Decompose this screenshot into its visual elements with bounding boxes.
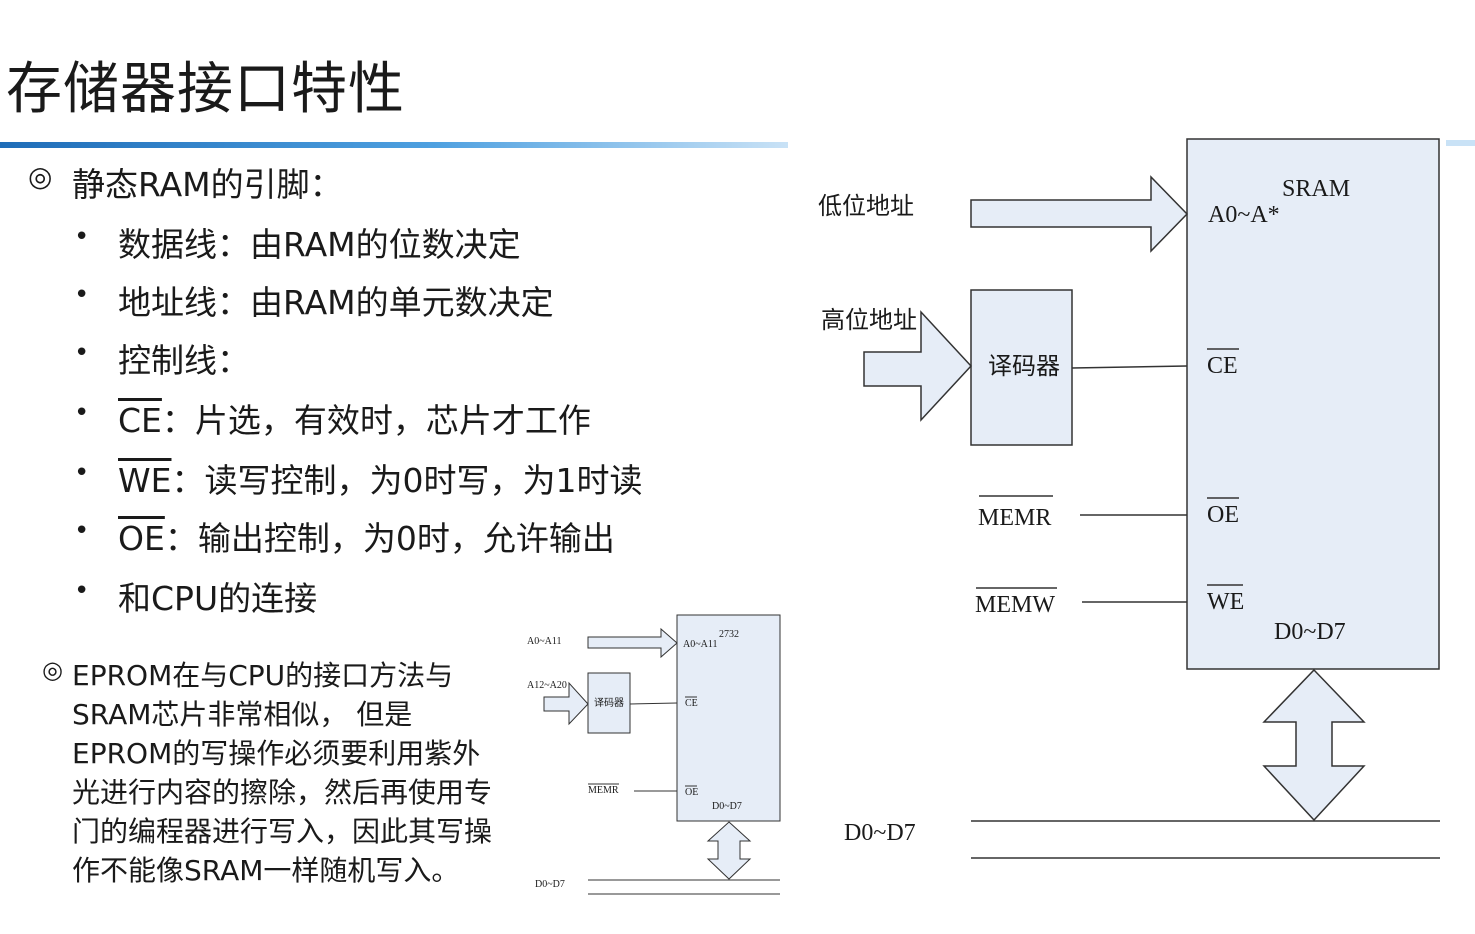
title-underline xyxy=(0,142,788,148)
eprom-high-address-arrow xyxy=(543,681,589,726)
eprom-address-arrow xyxy=(587,627,678,659)
bullet-marker: • xyxy=(74,222,90,252)
data-bus-label: D0~D7 xyxy=(844,820,916,846)
memw-label: MEMW xyxy=(975,592,1055,618)
bullet-oe: OE：输出控制，为0时，允许输出 xyxy=(118,512,615,560)
eprom-data-pin: D0~D7 xyxy=(712,801,742,812)
oe-description: ：输出控制，为0时，允许输出 xyxy=(164,519,615,558)
high-address-label: 高位地址 xyxy=(821,306,917,334)
low-address-label: 低位地址 xyxy=(818,192,914,220)
eprom-note-line: EPROM的写操作必须要利用紫外 xyxy=(72,737,481,770)
eprom-note-line: EPROM在与CPU的接口方法与 xyxy=(72,659,454,692)
sram-ce-pin: CE xyxy=(1207,353,1238,379)
eprom-memr-label: MEMR xyxy=(588,785,619,796)
bullet-marker: • xyxy=(74,576,90,606)
eprom-decoder-box xyxy=(587,672,631,734)
sram-we-pin: WE xyxy=(1207,589,1244,615)
data-bus-double-arrow xyxy=(1262,668,1366,822)
ce-signal-line xyxy=(1071,365,1188,369)
memr-label: MEMR xyxy=(978,505,1051,531)
intro-text: 静态RAM的引脚： xyxy=(72,165,343,204)
right-edge-accent xyxy=(1446,140,1475,146)
eprom-note-marker: ◎ xyxy=(42,656,63,684)
decoder-label: 译码器 xyxy=(988,352,1060,380)
bullet-marker: • xyxy=(74,458,90,488)
eprom-diagram-labels: 2732 A0~A11 CE OE D0~D7 A0~A11 A12~A20 译… xyxy=(527,629,742,890)
bullet-marker: • xyxy=(74,280,90,310)
bullet-marker: • xyxy=(74,398,90,428)
eprom-bus-label: D0~D7 xyxy=(535,879,565,890)
bullet-cpu-connection: 和CPU的连接 xyxy=(118,579,318,618)
eprom-chip-box xyxy=(676,614,781,822)
oe-signal-name: OE xyxy=(118,519,165,558)
bullet-ce: CE：片选，有效时，芯片才工作 xyxy=(118,394,591,442)
sram-diagram-labels: SRAM A0~A* CE OE WE D0~D7 低位地址 高位地址 译码器 … xyxy=(818,176,1350,846)
ce-description: ：片选，有效时，芯片才工作 xyxy=(161,401,591,440)
eprom-ce-line xyxy=(629,702,678,705)
bullet-we: WE：读写控制，为0时写，为1时读 xyxy=(118,454,642,502)
bullet-marker: • xyxy=(74,338,90,368)
ce-signal-name: CE xyxy=(118,401,162,440)
eprom-note-line: SRAM芯片非常相似， 但是 xyxy=(72,698,413,731)
sram-oe-pin: OE xyxy=(1207,502,1239,528)
eprom-oe-pin: OE xyxy=(685,787,698,798)
eprom-note-line: 作不能像SRAM一样随机写入。 xyxy=(72,854,460,887)
intro-bullet-marker: ◎ xyxy=(28,160,53,193)
bullet-control-lines: 控制线： xyxy=(118,341,250,380)
eprom-decoder-label: 译码器 xyxy=(594,697,624,709)
eprom-address-pin: A0~A11 xyxy=(683,639,717,650)
high-address-arrow xyxy=(863,310,973,422)
bullet-address-lines: 地址线：由RAM的单元数决定 xyxy=(118,283,554,322)
slide-title: 存储器接口特性 xyxy=(6,57,405,122)
eprom-data-double-arrow xyxy=(706,821,752,880)
eprom-high-address-label: A12~A20 xyxy=(527,680,567,691)
sram-chip-box xyxy=(1186,138,1440,670)
eprom-note-line: 门的编程器进行写入，因此其写操 xyxy=(72,815,493,848)
we-description: ：读写控制，为0时写，为1时读 xyxy=(171,461,643,500)
eprom-low-address-label: A0~A11 xyxy=(527,636,561,647)
decoder-box xyxy=(970,289,1073,446)
eprom-diagram xyxy=(543,614,781,895)
sram-diagram xyxy=(863,138,1440,859)
sram-data-pin: D0~D7 xyxy=(1274,619,1346,645)
eprom-chip-name: 2732 xyxy=(719,629,739,640)
low-address-arrow xyxy=(970,175,1189,253)
we-signal-name: WE xyxy=(118,461,172,500)
bullet-data-lines: 数据线：由RAM的位数决定 xyxy=(118,225,521,264)
sram-chip-name: SRAM xyxy=(1282,176,1350,202)
bullet-marker: • xyxy=(74,516,90,546)
eprom-note-line: 光进行内容的擦除，然后再使用专 xyxy=(72,776,493,809)
sram-address-pin: A0~A* xyxy=(1208,202,1280,228)
eprom-ce-pin: CE xyxy=(685,698,698,709)
